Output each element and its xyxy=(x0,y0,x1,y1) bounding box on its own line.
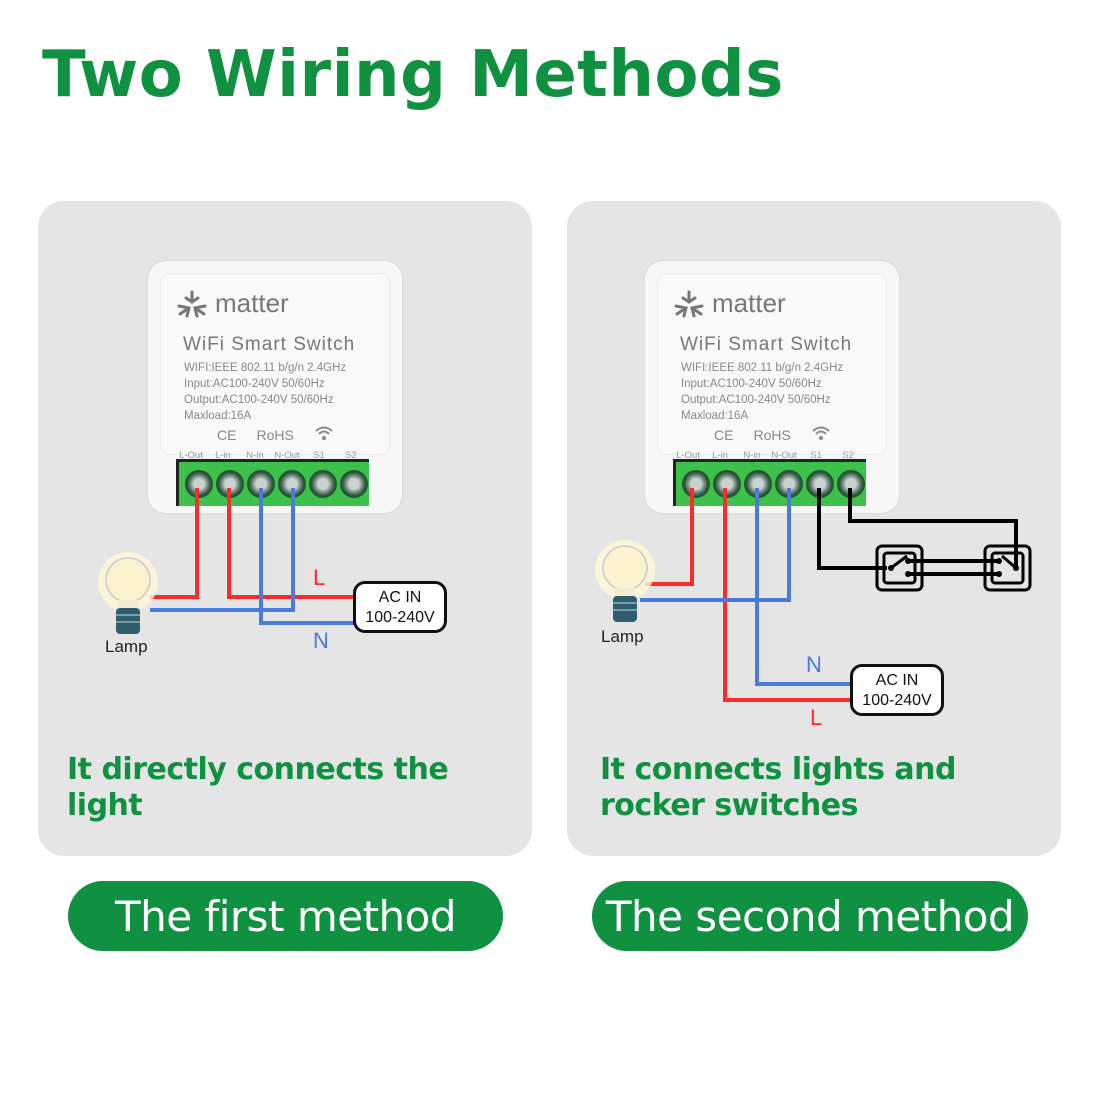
live-label: L xyxy=(810,705,823,730)
rohs-mark: RoHS xyxy=(753,426,791,443)
port-label: L-Out xyxy=(179,450,203,461)
screw-terminal xyxy=(744,470,772,498)
spec-maxload: Maxload:16A xyxy=(681,410,749,422)
spec-input: Input:AC100-240V 50/60Hz xyxy=(681,378,822,390)
spec-wifi: WIFI:IEEE 802.11 b/g/n 2.4GHz xyxy=(681,362,844,374)
second-method-button[interactable]: The second method xyxy=(592,881,1028,951)
port-label: L-in xyxy=(712,450,728,461)
ce-mark: CE xyxy=(714,426,734,443)
port-labels: L-Out L-in N-in N-Out S1 S2 xyxy=(672,450,864,461)
first-method-button[interactable]: The first method xyxy=(68,881,503,951)
ac-in-label: AC IN xyxy=(378,589,422,606)
screw-terminal xyxy=(713,470,741,498)
screw-terminal xyxy=(185,470,213,498)
matter-logo-icon xyxy=(177,290,207,317)
neutral-label: N xyxy=(313,628,329,653)
live-label: L xyxy=(313,565,326,590)
device-name: WiFi Smart Switch xyxy=(680,334,853,355)
port-label: S2 xyxy=(345,450,357,461)
spec-output: Output:AC100-240V 50/60Hz xyxy=(184,394,334,406)
wifi-icon xyxy=(811,426,831,443)
page-title: Two Wiring Methods xyxy=(42,38,784,112)
port-label: N-in xyxy=(743,450,761,461)
terminal-block xyxy=(176,459,369,506)
method-one-panel: matter WiFi Smart Switch WIFI:IEEE 802.1… xyxy=(38,201,532,856)
method-description: It directly connects the light xyxy=(67,752,449,823)
wifi-icon xyxy=(314,426,334,443)
screw-terminal xyxy=(247,470,275,498)
port-label: L-Out xyxy=(676,450,700,461)
port-label: L-in xyxy=(215,450,231,461)
ac-in-box: AC IN 100-240V xyxy=(850,664,944,716)
port-label: N-Out xyxy=(771,450,797,461)
port-label: S1 xyxy=(810,450,822,461)
port-label: S2 xyxy=(842,450,854,461)
spec-wifi: WIFI:IEEE 802.11 b/g/n 2.4GHz xyxy=(184,362,347,374)
ac-voltage-label: 100-240V xyxy=(365,609,435,626)
smart-switch-device: matter WiFi Smart Switch WIFI:IEEE 802.1… xyxy=(148,261,402,513)
screw-terminal xyxy=(278,470,306,498)
ac-voltage-label: 100-240V xyxy=(862,692,932,709)
port-label: N-Out xyxy=(274,450,300,461)
screw-terminal xyxy=(216,470,244,498)
screw-terminal xyxy=(806,470,834,498)
spec-output: Output:AC100-240V 50/60Hz xyxy=(681,394,831,406)
device-logo: matter xyxy=(177,288,289,319)
device-logo: matter xyxy=(674,288,786,319)
terminal-block xyxy=(673,459,866,506)
rohs-mark: RoHS xyxy=(256,426,294,443)
certifications: CE RoHS xyxy=(217,426,334,443)
screw-terminal xyxy=(837,470,865,498)
screw-terminal xyxy=(309,470,337,498)
ac-in-box: AC IN 100-240V xyxy=(353,581,447,633)
port-label: S1 xyxy=(313,450,325,461)
lamp-label: Lamp xyxy=(601,627,644,646)
ac-in-label: AC IN xyxy=(875,672,919,689)
spec-input: Input:AC100-240V 50/60Hz xyxy=(184,378,325,390)
device-face: matter WiFi Smart Switch WIFI:IEEE 802.1… xyxy=(160,273,390,461)
screw-terminal xyxy=(775,470,803,498)
port-labels: L-Out L-in N-in N-Out S1 S2 xyxy=(175,450,367,461)
method-description: It connects lights and rocker switches xyxy=(600,752,956,823)
device-face: matter WiFi Smart Switch WIFI:IEEE 802.1… xyxy=(657,273,887,461)
matter-logo-icon xyxy=(674,290,704,317)
lamp-label: Lamp xyxy=(105,637,148,656)
spec-maxload: Maxload:16A xyxy=(184,410,252,422)
screw-terminal xyxy=(682,470,710,498)
ce-mark: CE xyxy=(217,426,237,443)
smart-switch-device: matter WiFi Smart Switch WIFI:IEEE 802.1… xyxy=(645,261,899,513)
logo-text: matter xyxy=(712,288,786,318)
screw-terminal xyxy=(340,470,368,498)
certifications: CE RoHS xyxy=(714,426,831,443)
logo-text: matter xyxy=(215,288,289,318)
port-label: N-in xyxy=(246,450,264,461)
neutral-label: N xyxy=(806,652,822,677)
device-name: WiFi Smart Switch xyxy=(183,334,356,355)
